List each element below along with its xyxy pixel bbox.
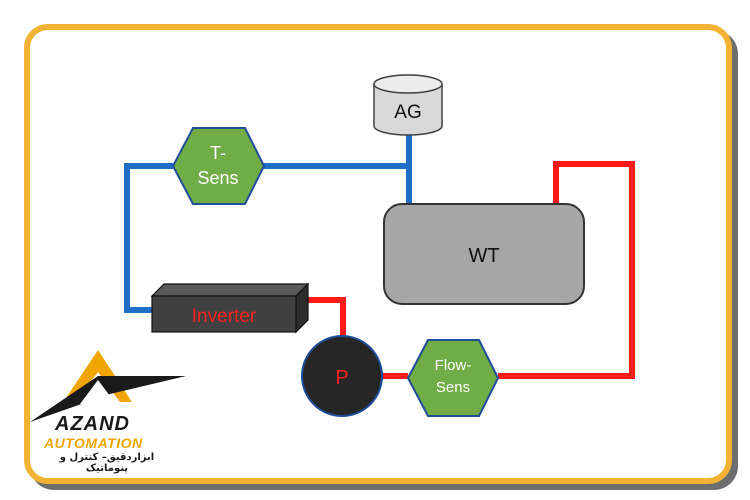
ag-label: AG xyxy=(394,102,421,123)
inverter-label: Inverter xyxy=(192,306,257,327)
brand-subtitle: AUTOMATION xyxy=(44,435,143,451)
brand-name: AZAND xyxy=(55,413,130,435)
t-sens-label-line2: Sens xyxy=(197,168,238,188)
water-tank: WT xyxy=(383,203,585,305)
flow-sens-label-line1: Flow- xyxy=(435,357,472,374)
flow-sens-label-line2: Sens xyxy=(436,379,470,396)
pump-label: P xyxy=(335,367,348,389)
cold-pipe xyxy=(124,134,412,313)
inverter-box: Inverter xyxy=(150,282,310,334)
brand-tagline: ابزاردقیق– کنترل و پنوماتیک xyxy=(59,452,155,474)
ag-tank: AG xyxy=(373,74,443,136)
brand-logo-icon xyxy=(30,350,186,422)
hot-pipe xyxy=(308,161,635,379)
t-sens-label-line1: T- xyxy=(210,143,226,163)
temperature-sensor: T- Sens xyxy=(171,127,266,205)
wt-label: WT xyxy=(468,245,499,267)
flow-sensor: Flow- Sens xyxy=(406,339,500,417)
pump: P xyxy=(301,335,383,417)
